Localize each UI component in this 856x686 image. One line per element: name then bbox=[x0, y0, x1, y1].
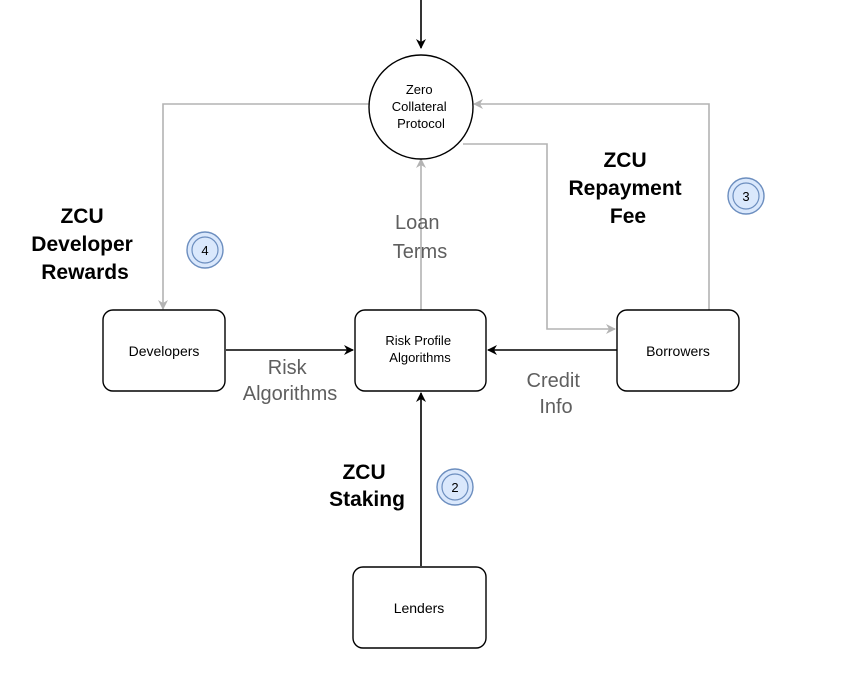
step-badge-3: 3 bbox=[727, 177, 765, 215]
svg-text:3: 3 bbox=[742, 189, 749, 204]
protocol-label-line-2: Collateral bbox=[392, 99, 447, 114]
loan-terms-label: Loan Terms bbox=[393, 212, 447, 263]
node-risk-profile-algorithms: Risk Profile Algorithms bbox=[354, 309, 487, 392]
node-developers: Developers bbox=[102, 309, 226, 392]
zcu-repayment-fee-label: ZCU Repayment Fee bbox=[568, 149, 687, 228]
svg-text:4: 4 bbox=[201, 243, 208, 258]
borrowers-label: Borrowers bbox=[646, 343, 710, 359]
svg-text:Risk Profile Algorithms: Risk Profile Algorithms bbox=[385, 333, 454, 365]
lenders-label: Lenders bbox=[394, 600, 445, 616]
node-borrowers: Borrowers bbox=[616, 309, 740, 392]
svg-text:Zero Collateral Pr: Zero Collateral Protocol bbox=[392, 82, 451, 131]
edge-protocol-to-developers bbox=[158, 103, 371, 310]
developers-label: Developers bbox=[129, 343, 200, 359]
protocol-label-line-3: Protocol bbox=[397, 116, 445, 131]
zcu-staking-label: ZCU Staking bbox=[329, 461, 405, 511]
svg-text:2: 2 bbox=[451, 480, 458, 495]
edge-borrowers-to-protocol bbox=[473, 99, 710, 310]
edge-protocol-to-borrowers bbox=[463, 143, 616, 334]
node-zero-collateral-protocol: Zero Collateral Protocol bbox=[368, 54, 474, 160]
node-lenders: Lenders bbox=[352, 566, 487, 649]
protocol-label-line-1: Zero bbox=[406, 82, 433, 97]
zcu-developer-rewards-label: ZCU Developer Rewards bbox=[31, 205, 138, 284]
risk-profile-label-line-1: Risk Profile bbox=[385, 333, 451, 348]
credit-info-label: Credit Info bbox=[527, 370, 586, 418]
risk-profile-label-line-2: Algorithms bbox=[389, 350, 451, 365]
risk-algorithms-label: Risk Algorithms bbox=[243, 357, 337, 405]
step-badge-4: 4 bbox=[186, 231, 224, 269]
step-badge-2: 2 bbox=[436, 468, 474, 506]
